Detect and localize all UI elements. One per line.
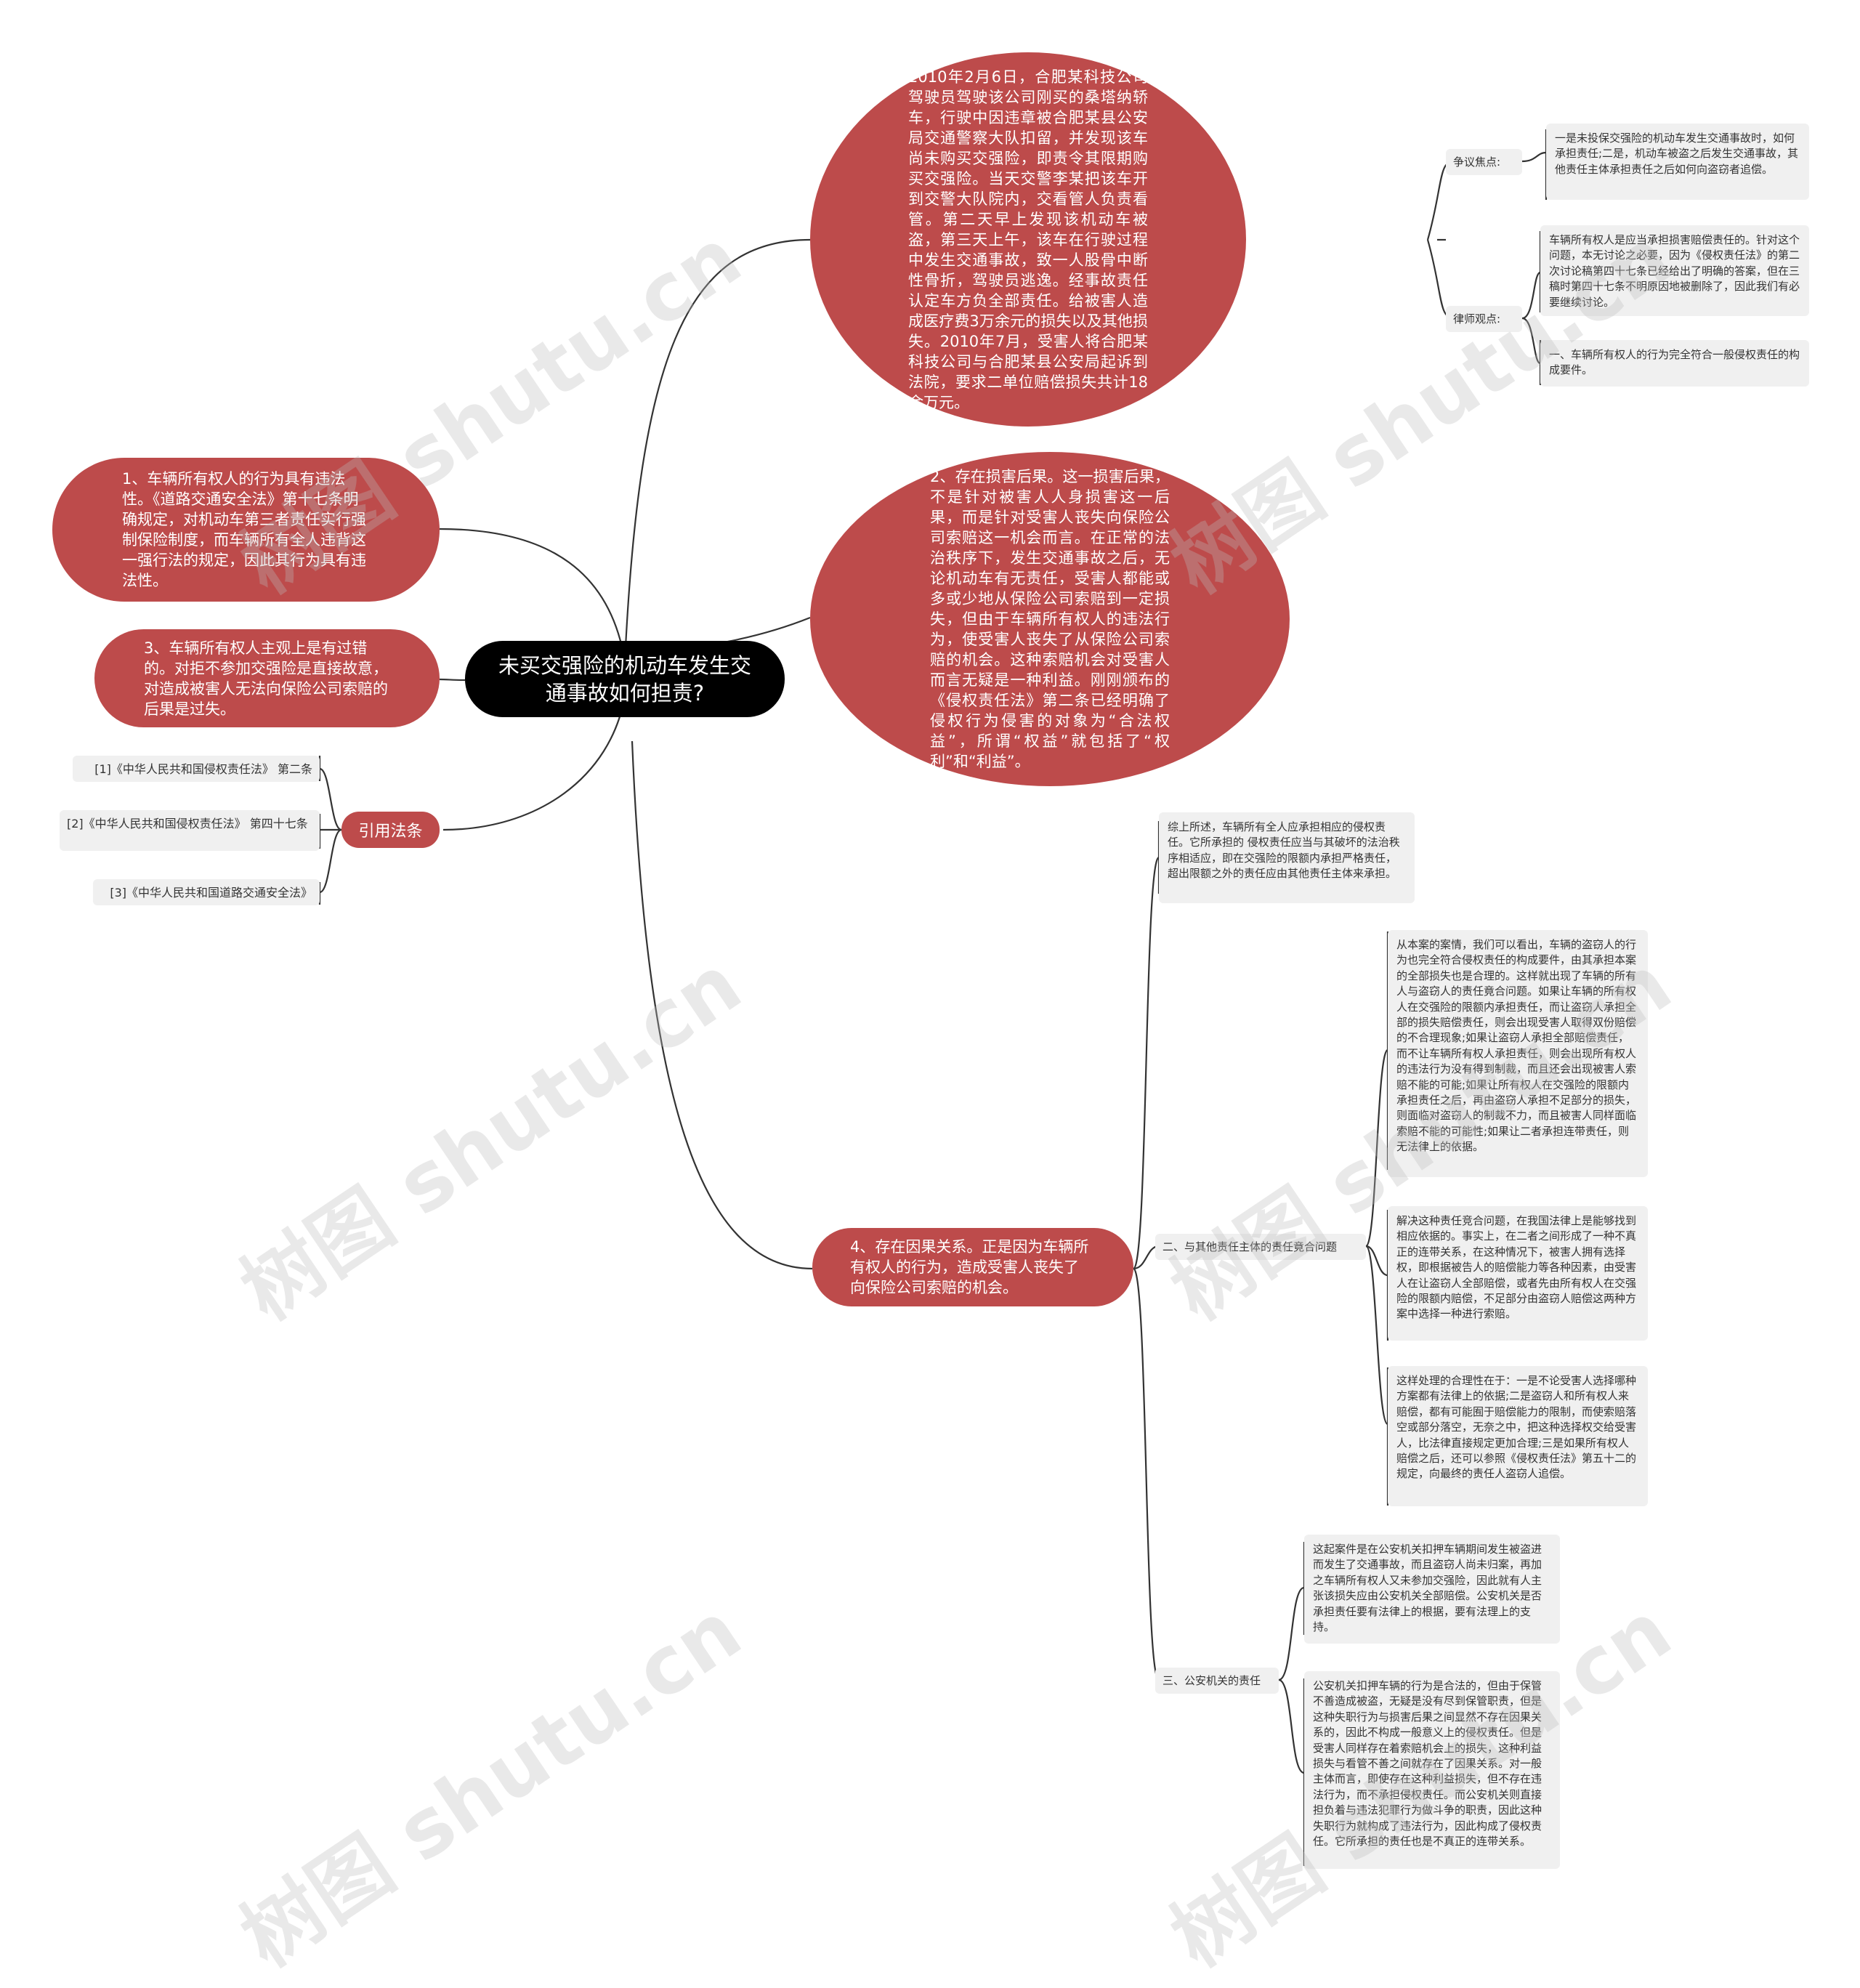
link-root-case [623,238,811,662]
root-node[interactable]: 未买交强险的机动车发生交通事故如何担责? [465,641,785,717]
link-root-fault [439,678,466,682]
dispute-text: 一是未投保交强险的机动车发生交通事故时，如何承担责任;二是，机动车被盗之后发生交… [1546,124,1809,200]
police-text-2: 公安机关扣押车辆的行为是合法的，但由于保管不善造成被盗，无疑是没有尽到保管职责，… [1304,1671,1560,1869]
causal-node[interactable]: 4、存在因果关系。正是因为车辆所有权人的行为，造成受害人丧失了向保险公司索赔的机… [812,1228,1133,1306]
fault-node[interactable]: 3、车辆所有权人主观上是有过错的。对拒不参加交强险是直接故意，对造成被害人无法向… [94,629,440,727]
cite-label[interactable]: 引用法条 [341,812,440,848]
cite-item-2[interactable]: [2]《中华人民共和国侵权责任法》 第四十七条 [60,810,320,851]
compete-text-3: 这样处理的合理性在于：一是不论受害人选择哪种方案都有法律上的依据;二是盗窃人和所… [1388,1366,1648,1506]
illegal-node[interactable]: 1、车辆所有权人的行为具有违法性。《道路交通安全法》第十七条明确规定，对机动车第… [52,458,440,602]
link-root-causal [631,740,813,1270]
fault-text: 3、车辆所有权人主观上是有过错的。对拒不参加交强险是直接故意，对造成被害人无法向… [144,639,388,718]
dispute-label[interactable]: 争议焦点: [1446,149,1522,175]
police-label[interactable]: 三、公安机关的责任 [1155,1668,1279,1694]
link-root-illegal [439,528,626,662]
damage-text: 2、存在损害后果。这一损害后果，不是针对被害人人身损害这一后果，而是针对受害人丧… [930,468,1170,770]
lawyer-text-1: 车辆所有权人是应当承担损害赔偿责任的。针对这个问题，本无讨论之必要，因为《侵权责… [1540,225,1809,316]
police-text-1: 这起案件是在公安机关扣押车辆期间发生被盗进而发生了交通事故，而且盗窃人尚未归案，… [1304,1535,1560,1644]
compete-label[interactable]: 二、与其他责任主体的责任竟合问题 [1155,1234,1366,1260]
case-node[interactable]: 2010年2月6日，合肥某科技公司驾驶员驾驶该公司刚买的桑塔纳轿车，行驶中因违章… [810,52,1246,427]
link-root-cite [442,695,626,831]
damage-node[interactable]: 2、存在损害后果。这一损害后果，不是针对被害人人身损害这一后果，而是针对受害人丧… [810,452,1290,786]
cite-item-1[interactable]: [1]《中华人民共和国侵权责任法》 第二条 [73,756,320,782]
causal-text: 4、存在因果关系。正是因为车辆所有权人的行为，造成受害人丧失了向保险公司索赔的机… [850,1238,1089,1296]
cite-item-3[interactable]: [3]《中华人民共和国道路交通安全法》 [93,879,320,905]
illegal-text: 1、车辆所有权人的行为具有违法性。《道路交通安全法》第十七条明确规定，对机动车第… [122,470,366,589]
compete-text-1: 从本案的案情，我们可以看出，车辆的盗窃人的行为也完全符合侵权责任的构成要件，由其… [1388,930,1648,1177]
root-title: 未买交强险的机动车发生交通事故如何担责? [498,652,751,706]
summary-text: 综上所述，车辆所有全人应承担相应的侵权责任。它所承担的 侵权责任应当与其破坏的法… [1159,812,1415,903]
lawyer-label[interactable]: 律师观点: [1446,306,1522,332]
lawyer-text-2: 一、车辆所有权人的行为完全符合一般侵权责任的构成要件。 [1540,340,1809,387]
compete-text-2: 解决这种责任竞合问题，在我国法律上是能够找到相应依据的。事实上，在二者之间形成了… [1388,1206,1648,1341]
case-text: 2010年2月6日，合肥某科技公司驾驶员驾驶该公司刚买的桑塔纳轿车，行驶中因违章… [908,68,1148,411]
